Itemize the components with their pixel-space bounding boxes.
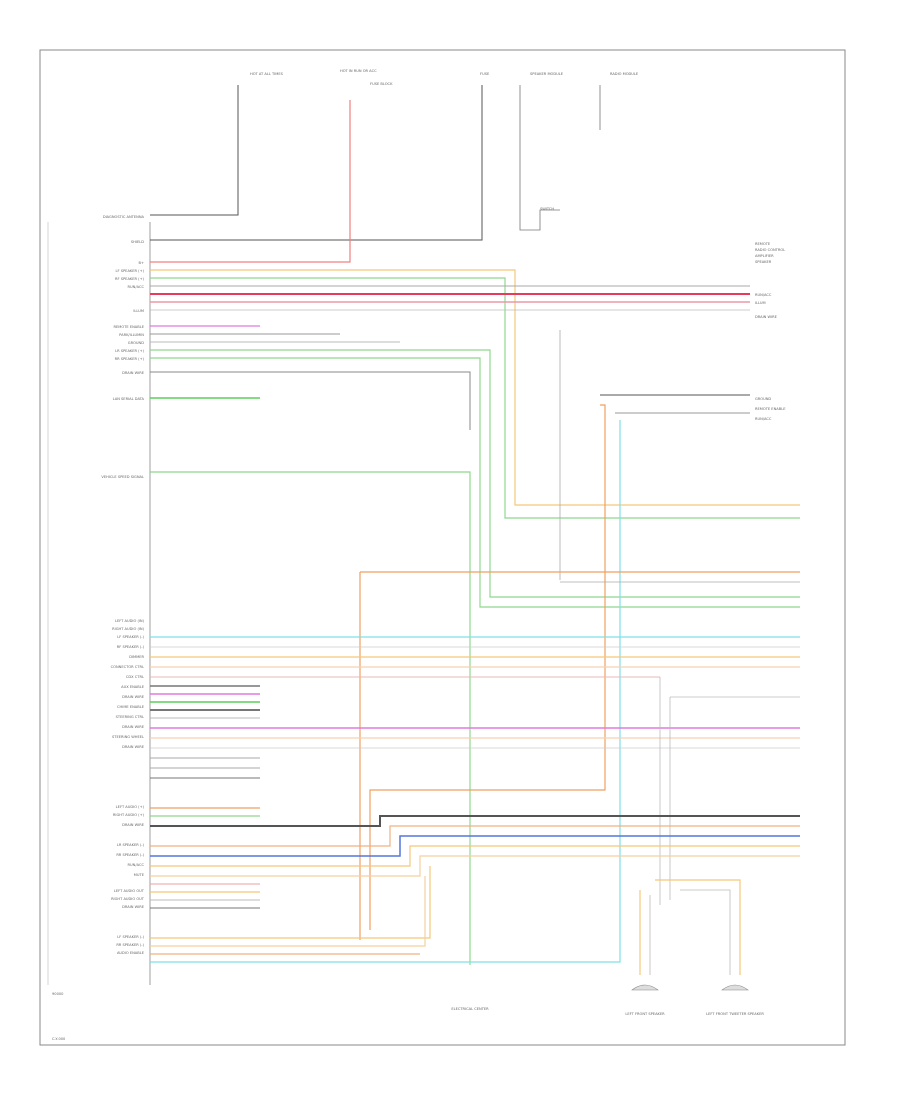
pin-label: B+: [139, 261, 144, 265]
pin-label: LR SPEAKER (-): [117, 843, 145, 847]
pin-label: DRAIN WIRE: [122, 695, 145, 699]
pin-label: RF SPEAKER (-): [117, 645, 145, 649]
pin-label: DRAIN WIRE: [122, 725, 145, 729]
pin-label: STEERING WHEEL: [112, 735, 144, 739]
pin-label: VEHICLE SPEED SIGNAL: [101, 475, 144, 479]
left-pin-labels: DIAGNOSTIC ANTENNA SHIELD B+ LF SPEAKER (+)…: [101, 215, 144, 955]
pin-label: LF SPEAKER (+): [116, 269, 145, 273]
component-label: SWITCH: [540, 207, 554, 211]
pin-label: MUTE: [134, 873, 145, 877]
pin-label: AUX ENABLE: [121, 685, 145, 689]
connector-label: REMOTE: [755, 242, 771, 246]
pin-label: RUN/ACC: [128, 285, 145, 289]
pin-label: CDX CTRL: [126, 675, 144, 679]
pin-label: CONNECTOR CTRL: [111, 665, 144, 669]
bottom-component-labels: ELECTRICAL CENTER LEFT FRONT SPEAKER LEFT …: [451, 1007, 764, 1016]
pin-label: SHIELD: [131, 240, 144, 244]
pin-label: RF SPEAKER (+): [115, 277, 145, 281]
component-label: SPEAKER MODULE: [530, 72, 564, 76]
component-label: HOT AT ALL TIMES: [250, 72, 284, 76]
pin-label: DIAGNOSTIC ANTENNA: [103, 215, 145, 219]
pin-label: AUDIO ENABLE: [117, 951, 145, 955]
component-label: FUSE: [480, 72, 490, 76]
pin-label: LEFT AUDIO (IN): [115, 619, 145, 623]
pin-label: RR SPEAKER (-): [116, 943, 144, 947]
footer-label: 90000: [52, 992, 64, 996]
speaker-icon: [631, 984, 659, 991]
pin-label: REMOTE ENABLE: [114, 325, 145, 329]
diagram-frame: [39, 49, 846, 1046]
pin-label: DRAIN WIRE: [122, 823, 145, 827]
pin-label: LEFT AUDIO (+): [116, 805, 145, 809]
component-label: LEFT FRONT TWEETER SPEAKER: [706, 1012, 764, 1016]
pin-label: GROUND: [128, 341, 144, 345]
footer-code: C-Y-000: [52, 1037, 66, 1041]
component-label: ELECTRICAL CENTER: [451, 1007, 489, 1011]
right-connector-labels: REMOTE RADIO CONTROL AMPLIFIER SPEAKER RUN/A…: [755, 242, 786, 421]
component-label: RADIO MODULE: [610, 72, 639, 76]
pin-label: RR SPEAKER (+): [115, 357, 145, 361]
pin-label: CHIME ENABLE: [117, 705, 145, 709]
connector-label: RADIO CONTROL: [755, 248, 785, 252]
component-label: LEFT FRONT SPEAKER: [625, 1012, 665, 1016]
pin-label: STEERING CTRL: [116, 715, 144, 719]
pin-label: RUN/ACC: [128, 863, 145, 867]
connector-label: ILLUM: [755, 301, 766, 305]
pin-label: DRAIN WIRE: [122, 371, 145, 375]
pin-label: RIGHT AUDIO (IN): [112, 627, 144, 631]
connector-label: REMOTE ENABLE: [755, 407, 786, 411]
pin-label: RIGHT AUDIO (+): [113, 813, 145, 817]
connector-label: DRAIN WIRE: [755, 315, 778, 319]
pin-label: PARK/ILLUMIN: [119, 333, 144, 337]
pin-label: DIMMER: [129, 655, 144, 659]
pin-label: LR SPEAKER (+): [115, 349, 144, 353]
pin-label: RIGHT AUDIO OUT: [111, 897, 145, 901]
top-component-labels: HOT AT ALL TIMES HOT IN RUN OR ACC FUSE BL…: [250, 69, 639, 211]
pin-label: DRAIN WIRE: [122, 745, 145, 749]
pin-label: LF SPEAKER (-): [117, 635, 144, 639]
connector-label: RUN/ACC: [755, 417, 772, 421]
pin-label: DRAIN WIRE: [122, 905, 145, 909]
connector-label: SPEAKER: [755, 260, 772, 264]
pin-label: LAN SERIAL DATA: [113, 397, 145, 401]
pin-label: LEFT AUDIO OUT: [114, 889, 145, 893]
pin-label: ILLUM: [133, 309, 144, 313]
connector-label: GROUND: [755, 397, 771, 401]
tweeter-speaker-icon: [721, 984, 749, 991]
pin-label: RR SPEAKER (-): [116, 853, 144, 857]
connector-label: AMPLIFIER: [755, 254, 774, 258]
component-label: HOT IN RUN OR ACC: [340, 69, 377, 73]
connector-label: RUN/ACC: [755, 293, 772, 297]
pin-label: LF SPEAKER (-): [117, 935, 144, 939]
component-label: FUSE BLOCK: [370, 82, 393, 86]
